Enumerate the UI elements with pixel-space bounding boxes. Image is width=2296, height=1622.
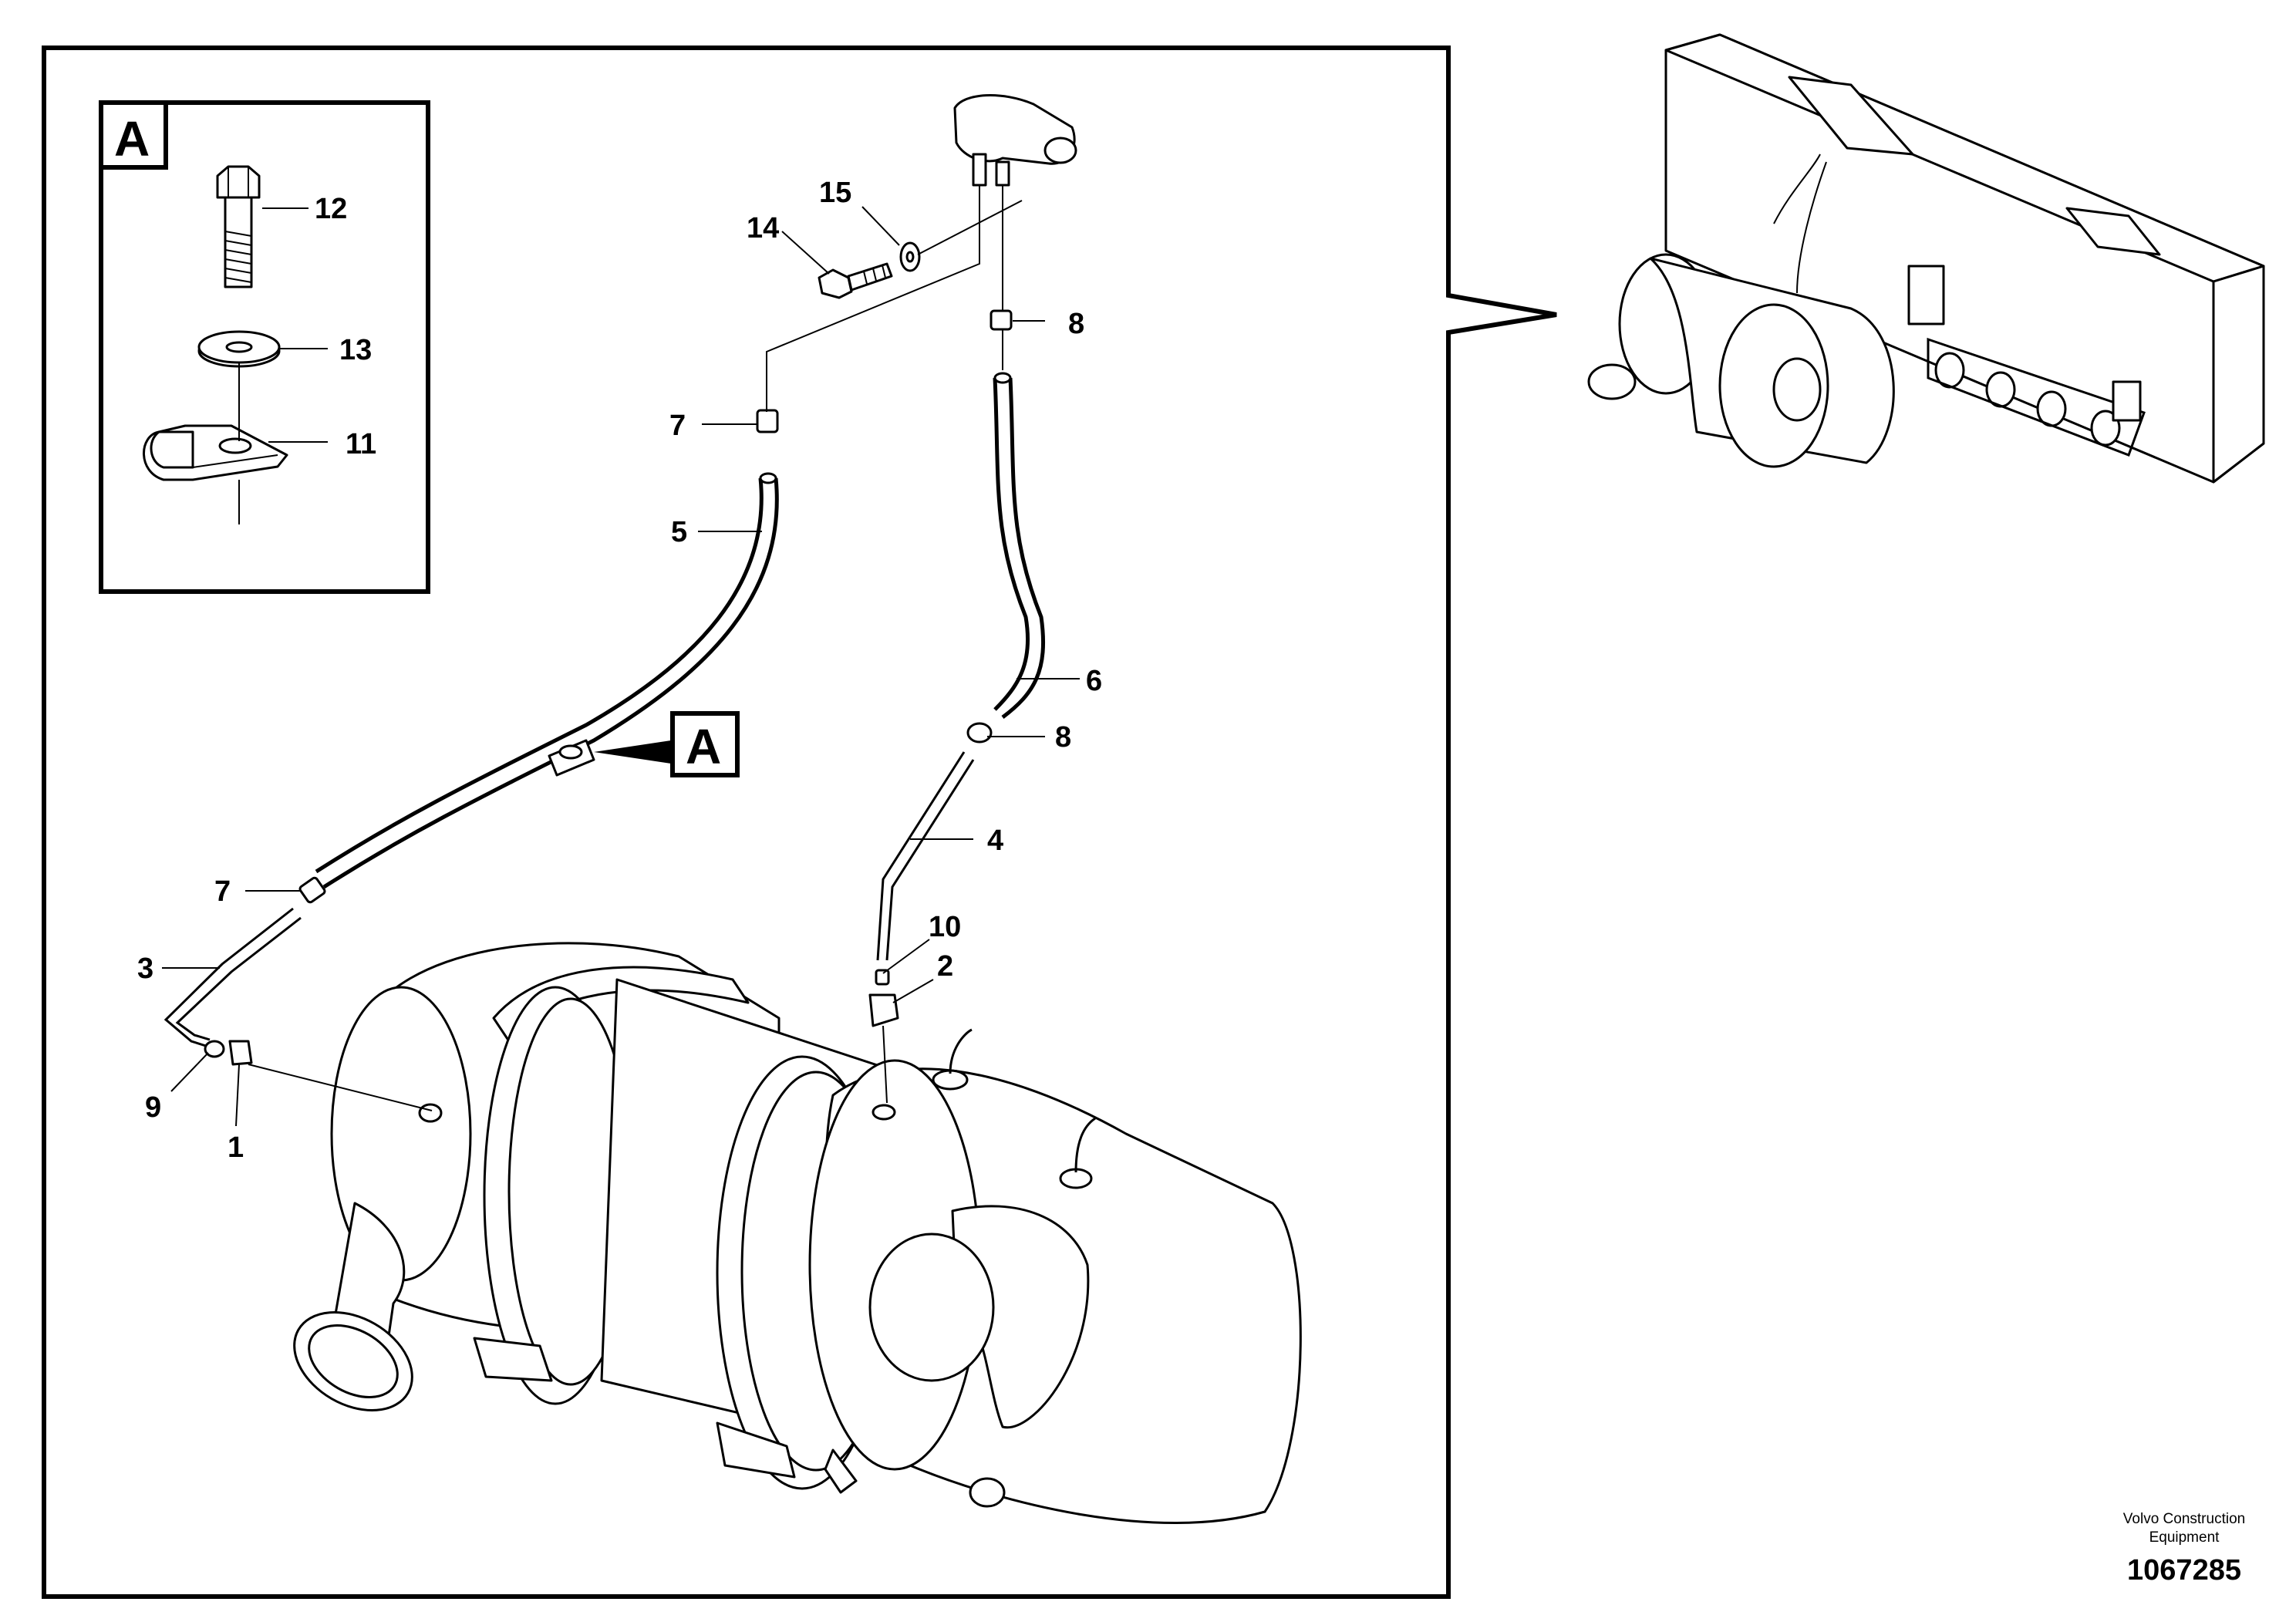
clamp-clip-icon [143, 424, 288, 481]
label-11: 11 [346, 428, 376, 460]
label-15: 15 [819, 177, 851, 209]
bolt-icon [216, 165, 261, 288]
label-8-top: 8 [1068, 308, 1084, 340]
hose-6 [993, 372, 1046, 719]
fitting-parts [204, 309, 1013, 1066]
label-6: 6 [1086, 665, 1102, 697]
label-3: 3 [137, 953, 153, 985]
label-14: 14 [747, 212, 779, 244]
label-1: 1 [228, 1131, 244, 1164]
detail-inset-a: A [99, 100, 430, 594]
detail-a-callout: A [594, 711, 740, 777]
overview-machine-illustration [1587, 33, 2265, 484]
pipe-3 [164, 907, 302, 1048]
pipe-4 [876, 751, 975, 961]
callout-letter: A [686, 719, 721, 774]
connection-lines [248, 185, 1023, 1111]
pressure-sensor [953, 94, 1077, 187]
bolt-14 [818, 262, 893, 299]
leader-lines [162, 206, 1080, 1127]
label-9: 9 [145, 1091, 161, 1124]
label-8-bottom: 8 [1055, 721, 1071, 754]
part-labels: 12 13 11 14 15 8 7 5 6 8 4 10 2 7 3 9 1 [137, 177, 1102, 1164]
label-10: 10 [929, 911, 961, 943]
main-frame [42, 46, 1557, 1599]
washer-icon [197, 330, 281, 368]
washer-15 [899, 241, 921, 272]
footer-credit: Volvo Construction Equipment 1067285 [2123, 1511, 2245, 1587]
label-5: 5 [671, 516, 687, 548]
label-12: 12 [315, 193, 347, 225]
document-number: 1067285 [2127, 1554, 2241, 1587]
label-4: 4 [987, 824, 1003, 857]
air-filter-housing [293, 942, 1302, 1524]
credit-line-2: Equipment [2149, 1529, 2220, 1546]
inset-letter: A [114, 111, 150, 167]
hose-5 [315, 472, 779, 889]
label-13: 13 [339, 334, 372, 366]
label-2: 2 [937, 950, 953, 983]
credit-line-1: Volvo Construction [2123, 1511, 2245, 1527]
label-7-bottom: 7 [214, 875, 231, 908]
label-7-top: 7 [669, 410, 686, 442]
